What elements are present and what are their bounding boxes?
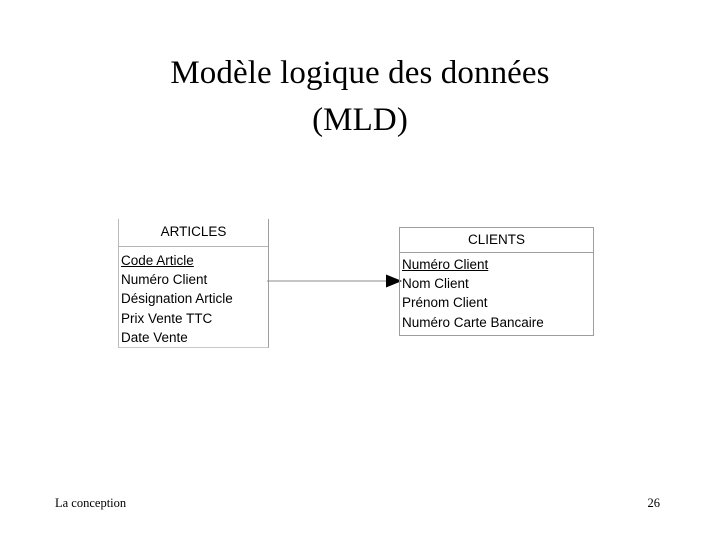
footer-text: La conception [55,496,127,510]
entity-field-clients-0: Numéro Client [402,256,489,272]
entity-field-list-clients: Numéro Client Nom Client Prénom Client N… [400,253,593,333]
arrow-right-icon [267,274,402,288]
entity-field-articles-1: Numéro Client [121,271,208,287]
entity-field-clients-2: Prénom Client [402,295,488,311]
entity-field-articles-0: Code Article [121,252,194,268]
page-title: Modèle logique des données (MLD) [60,50,660,144]
entity-field-list-articles: Code Article Numéro Client Désignation A… [119,247,268,348]
page-title-line-1: Modèle logique des données [170,55,550,91]
entity-header-articles: ARTICLES [119,219,268,247]
page-title-line-2: (MLD) [312,101,408,138]
entity-field-articles-3: Prix Vente TTC [121,310,213,326]
relationship-arrow-articles-to-clients[interactable] [266,268,406,294]
page-number: 26 [647,496,661,510]
entity-table-clients[interactable]: CLIENTS Numéro Client Nom Client Prénom … [399,227,594,336]
entity-header-clients: CLIENTS [400,228,593,253]
entity-table-articles[interactable]: ARTICLES Code Article Numéro Client Dési… [118,219,269,348]
entity-field-clients-3: Numéro Carte Bancaire [402,314,544,330]
entity-field-clients-1: Nom Client [402,275,469,291]
entity-field-articles-4: Date Vente [121,330,188,346]
entity-field-articles-2: Désignation Article [121,291,233,307]
